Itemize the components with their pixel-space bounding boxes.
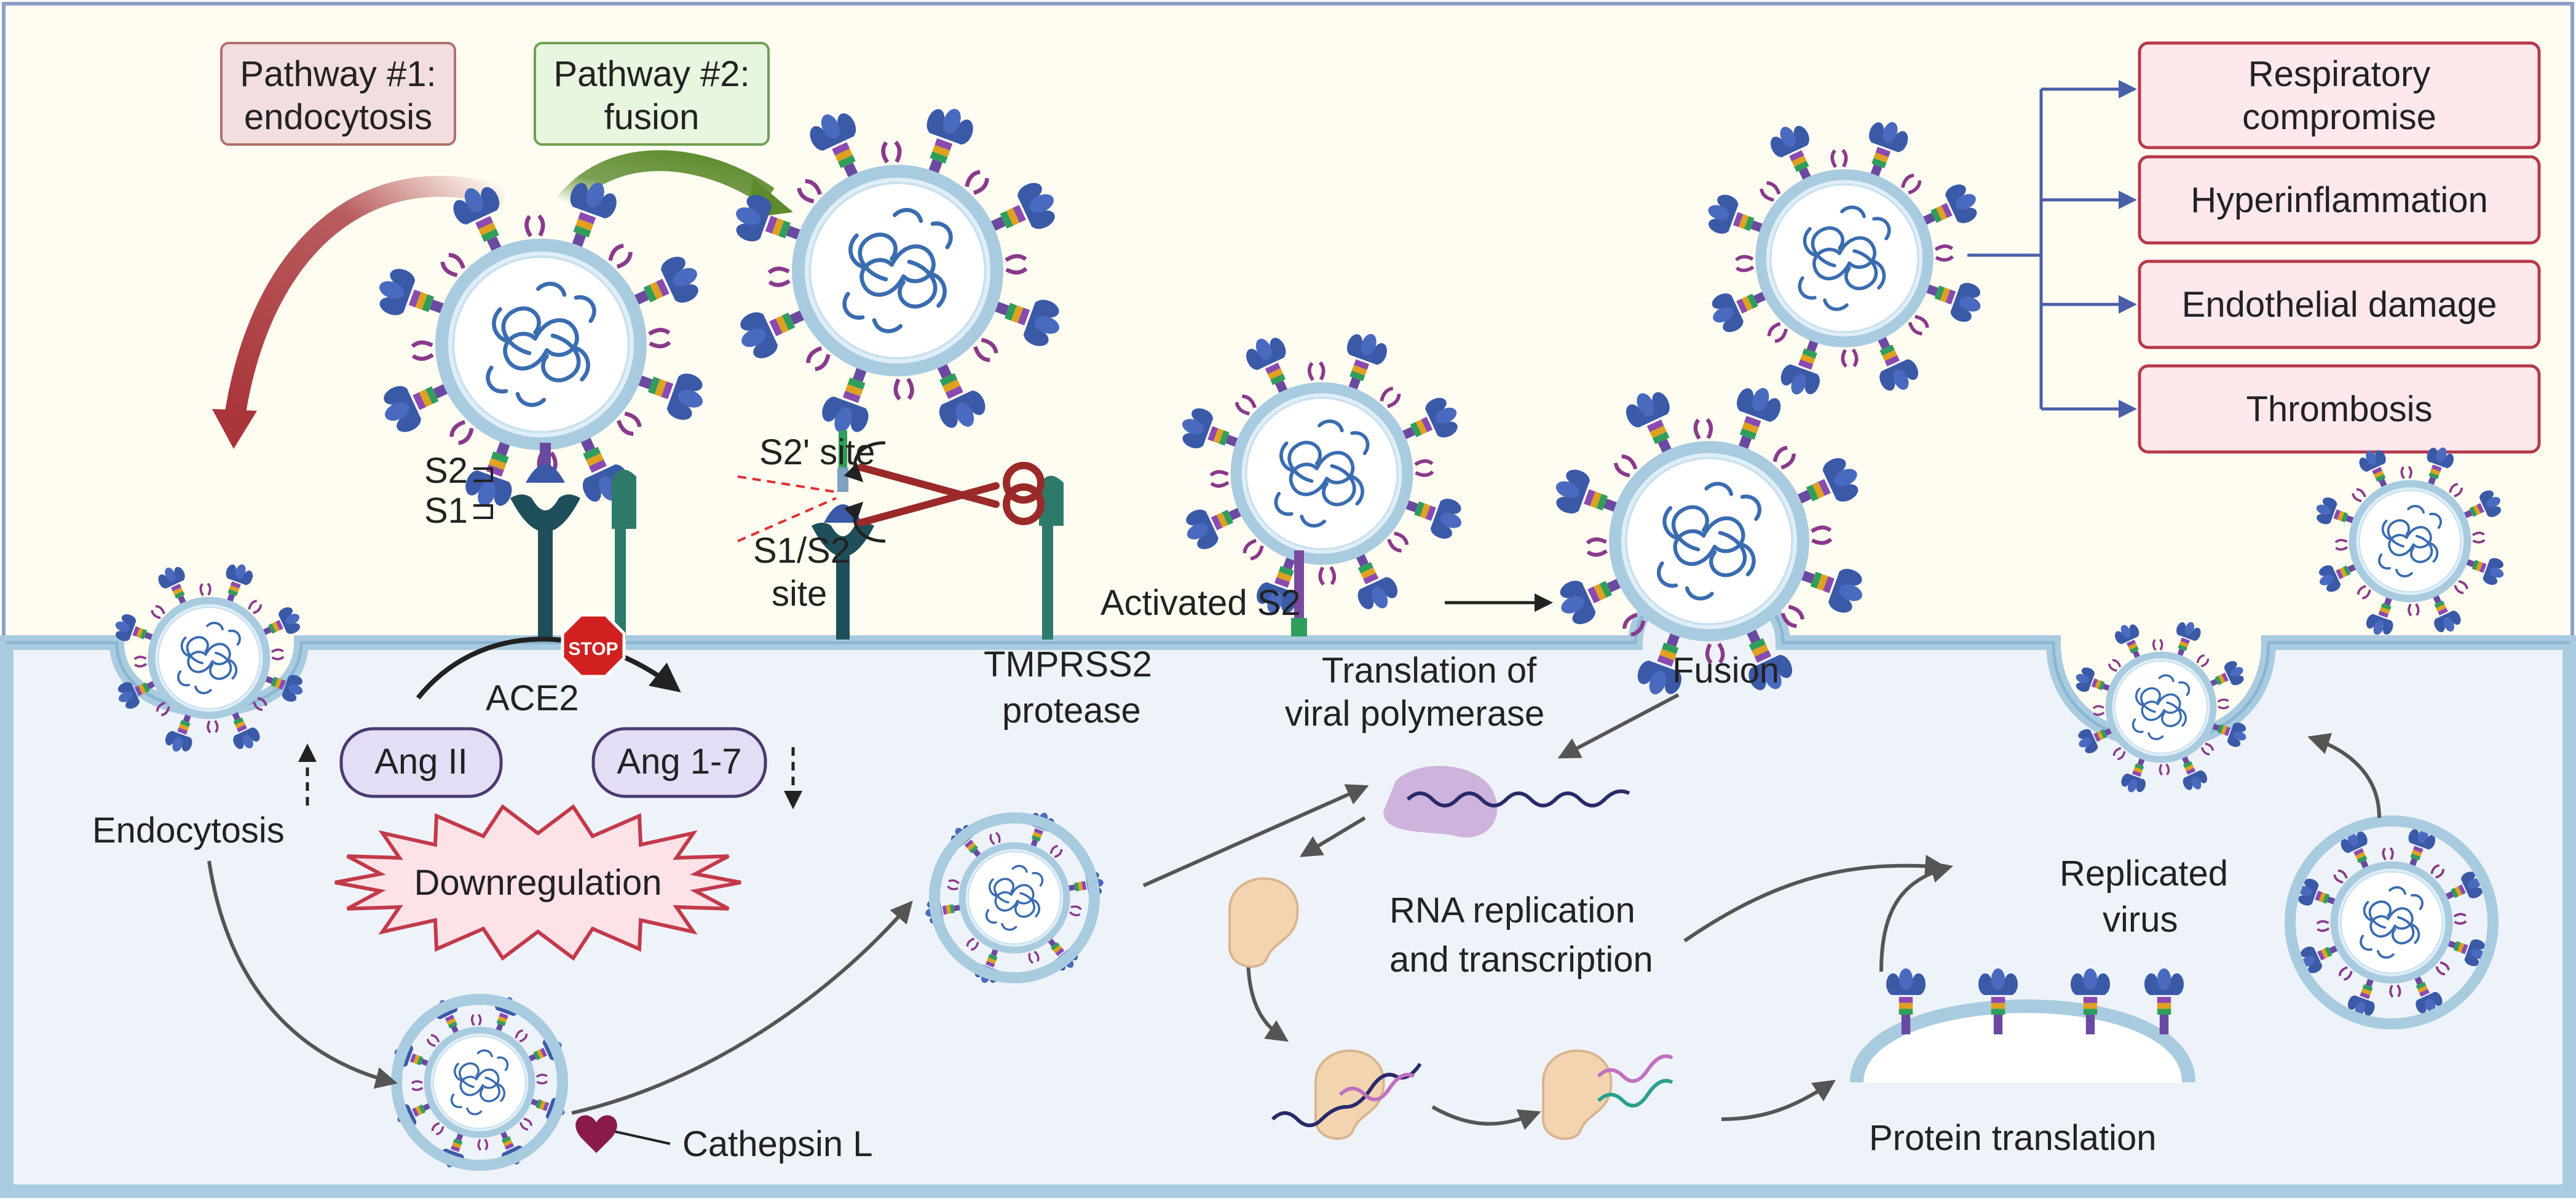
- s1s2-label-1: S1/S2: [753, 531, 850, 571]
- outcome-list: Respiratory compromise Hyperinflammation…: [1967, 41, 2541, 454]
- fusion-to-translation-arrow: [1557, 693, 1680, 759]
- outcome-hyperinflammation: Hyperinflammation: [2138, 155, 2541, 245]
- exocytosis-arrow: [2307, 733, 2381, 819]
- uncoating-ring: [929, 812, 1100, 983]
- endosome-release-arrow: [571, 900, 913, 1115]
- cathepsin-label: Cathepsin L: [682, 1124, 873, 1164]
- pathway2-arrow: [557, 150, 775, 210]
- outcome-endothelial: Endothelial damage: [2138, 260, 2541, 349]
- ace2-label: ACE2: [486, 678, 579, 718]
- cleave-arrow-bottom: [844, 501, 886, 543]
- to-translation-arrow: [1721, 1080, 1836, 1121]
- cleave-arrow-top: [844, 441, 886, 483]
- fusion-label: Fusion: [1672, 651, 1779, 691]
- rna-label-1: RNA replication: [1389, 890, 1635, 930]
- tmprss2-label-2: protease: [1002, 691, 1141, 731]
- svg-text:Ang II: Ang II: [374, 742, 468, 782]
- s2prime-site-label: S2' site: [759, 432, 875, 472]
- svg-text:Ang 1-7: Ang 1-7: [617, 742, 741, 782]
- stop-sign-icon: STOP: [561, 613, 626, 678]
- endocytosis-label: Endocytosis: [92, 811, 285, 850]
- svg-text:Respiratory: Respiratory: [2248, 54, 2431, 94]
- pathway1-arrowhead: [212, 409, 257, 449]
- site-dashes: [737, 475, 837, 542]
- cathepsin-leader: [614, 1130, 671, 1145]
- pathway-1-line2: endocytosis: [244, 97, 432, 137]
- pathway1-arrow: [223, 176, 508, 426]
- pathway-2-box: Pathway #2: fusion: [534, 42, 770, 146]
- svg-text:Hyperinflammation: Hyperinflammation: [2191, 180, 2488, 220]
- activated-s2-stalk: [1291, 550, 1307, 636]
- ace2-receptor-right: [812, 475, 1064, 640]
- downregulation-label: Downregulation: [414, 863, 662, 903]
- replicated-label-1: Replicated: [2060, 854, 2228, 894]
- endosome-arrow: [207, 860, 398, 1089]
- ang17-box: Ang 1-7: [591, 727, 767, 798]
- replication-arrow: [1431, 1105, 1541, 1130]
- pathway-1-line1: Pathway #1:: [240, 54, 436, 94]
- pathway-1-box: Pathway #1: endocytosis: [220, 42, 456, 146]
- svg-text:STOP: STOP: [568, 639, 618, 659]
- outcome-thrombosis: Thrombosis: [2138, 364, 2541, 454]
- vesicle-ring: [2285, 815, 2499, 1029]
- tmprss2-label-1: TMPRSS2: [984, 644, 1152, 684]
- ace2-conversion-arrow: [416, 636, 681, 700]
- svg-text:Thrombosis: Thrombosis: [2246, 389, 2433, 429]
- ang2-box: Ang II: [339, 727, 503, 798]
- ribosome-rna-3: [1542, 1049, 1673, 1140]
- protein-translation-label: Protein translation: [1869, 1118, 2156, 1158]
- viral-polymerase: [1383, 766, 1630, 838]
- svg-text:compromise: compromise: [2242, 97, 2436, 137]
- ribosome-rna-2: [1271, 1049, 1422, 1140]
- bound-spike-left: [526, 443, 565, 483]
- s1s2-label-2: site: [772, 574, 827, 614]
- to-polymerase-arrow: [1142, 784, 1369, 887]
- polymerase-to-ribosome-arrow: [1299, 816, 1366, 857]
- translation-label-2: viral polymerase: [1285, 694, 1544, 734]
- replicated-label-2: virus: [2103, 900, 2178, 940]
- er-budding-membrane: [1850, 999, 2195, 1083]
- s2-label: S2: [424, 451, 468, 491]
- rna-label-2: and transcription: [1389, 940, 1653, 980]
- to-replicated-arrow-1: [1683, 854, 1948, 943]
- activated-s2-label: Activated S2: [1100, 583, 1301, 623]
- ribosome-down-arrow: [1246, 956, 1289, 1042]
- cathepsin-icon: [575, 1115, 617, 1153]
- pathway-2-line1: Pathway #2:: [553, 54, 749, 94]
- svg-text:Endothelial damage: Endothelial damage: [2182, 285, 2497, 325]
- s-brackets: [473, 467, 493, 519]
- pathway-2-line2: fusion: [604, 97, 700, 137]
- s1-label: S1: [424, 491, 468, 531]
- downregulation-burst: Downregulation: [334, 804, 741, 961]
- outcome-respiratory: Respiratory compromise: [2138, 41, 2541, 149]
- translation-label-1: Translation of: [1322, 651, 1537, 691]
- ace2-receptor-left: [510, 469, 636, 640]
- scissors-icon: [857, 462, 1045, 526]
- to-replicated-arrow-2: [1879, 861, 1953, 972]
